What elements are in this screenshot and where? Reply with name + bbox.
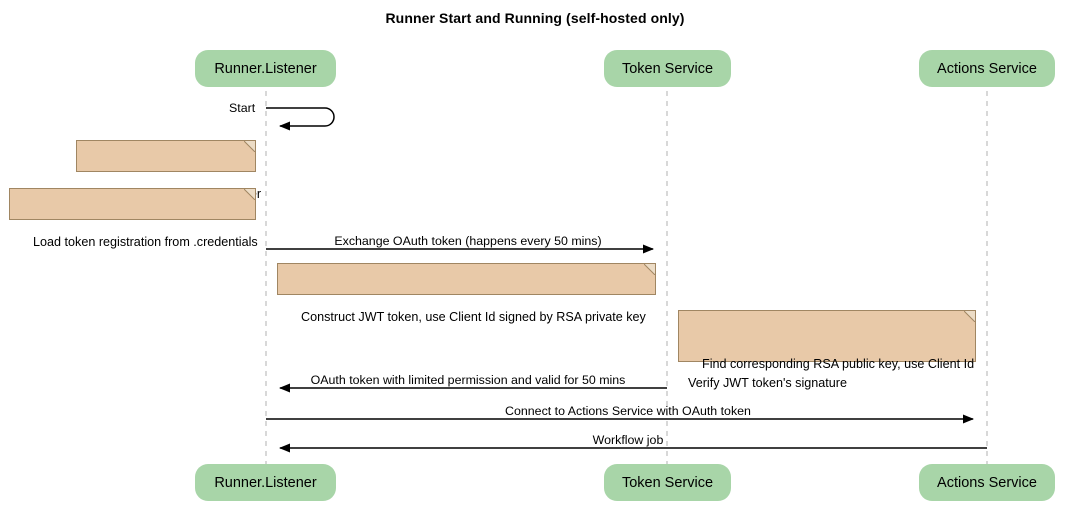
message-label-connect-actions: Connect to Actions Service with OAuth to… — [505, 404, 751, 418]
participant-token-service-top[interactable]: Token Service — [604, 50, 731, 87]
note-load-token-registration: Load token registration from .credential… — [9, 188, 258, 249]
message-label-oauth-token-return: OAuth token with limited permission and … — [310, 373, 626, 387]
participant-label: Runner.Listener — [214, 60, 317, 77]
participant-actions-service-top[interactable]: Actions Service — [919, 50, 1055, 87]
participant-label: Actions Service — [937, 474, 1037, 491]
note-text: Construct JWT token, use Client Id signe… — [301, 310, 646, 324]
note-load-config: Load config info from .runner — [76, 140, 261, 201]
participant-token-service-bottom[interactable]: Token Service — [604, 464, 731, 501]
note-fold-icon — [244, 189, 255, 200]
note-fold-icon — [244, 141, 255, 152]
message-label-exchange-oauth: Exchange OAuth token (happens every 50 m… — [334, 234, 602, 248]
note-fold-icon — [644, 264, 655, 275]
participant-actions-service-bottom[interactable]: Actions Service — [919, 464, 1055, 501]
participant-runner-listener-top[interactable]: Runner.Listener — [195, 50, 336, 87]
participant-label: Runner.Listener — [214, 474, 317, 491]
note-text: Find corresponding RSA public key, use C… — [688, 357, 975, 390]
participant-runner-listener-bottom[interactable]: Runner.Listener — [195, 464, 336, 501]
participant-label: Token Service — [621, 60, 714, 77]
self-message-start — [266, 107, 335, 131]
participant-label: Token Service — [621, 474, 714, 491]
page-title: Runner Start and Running (self-hosted on… — [385, 10, 685, 26]
participant-label: Actions Service — [937, 60, 1037, 77]
note-construct-jwt-token: Construct JWT token, use Client Id signe… — [277, 263, 656, 324]
note-fold-icon — [964, 311, 975, 322]
note-verify-jwt-signature: Find corresponding RSA public key, use C… — [678, 310, 976, 390]
note-text: Load token registration from .credential… — [33, 235, 258, 249]
message-label-workflow-job: Workflow job — [592, 433, 664, 447]
message-label-start: Start — [229, 101, 256, 115]
